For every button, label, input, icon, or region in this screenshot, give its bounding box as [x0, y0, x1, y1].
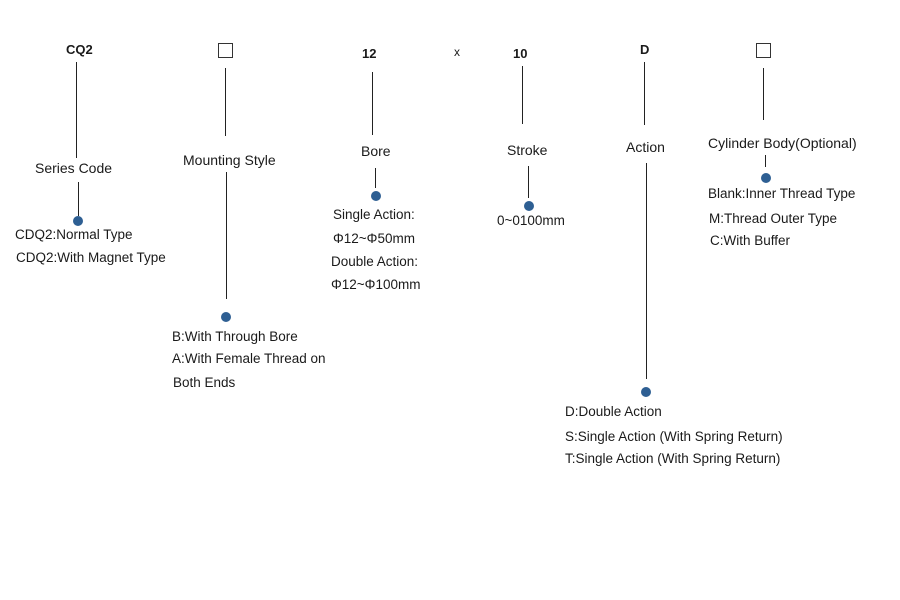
body-connector-top: [763, 68, 764, 120]
action-option-single-s: S:Single Action (With Spring Return): [565, 429, 783, 444]
body-connector-bottom: [765, 155, 766, 167]
body-option-blank: Blank:Inner Thread Type: [708, 186, 856, 201]
bore-option-double: Double Action:: [331, 254, 419, 269]
stroke-label: Stroke: [507, 142, 548, 158]
mounting-connector-bottom: [226, 172, 227, 299]
stroke-code: 10: [513, 46, 528, 61]
bore-connector-bottom: [375, 168, 376, 188]
stroke-dot: [524, 201, 534, 211]
mounting-option-b: B:With Through Bore: [172, 329, 298, 344]
action-option-single-t: T:Single Action (With Spring Return): [565, 451, 781, 466]
body-placeholder-box: [756, 43, 771, 58]
mounting-connector-top: [225, 68, 226, 136]
series-code-label: Series Code: [35, 160, 113, 176]
action-label: Action: [626, 139, 665, 155]
mounting-dot: [221, 312, 231, 322]
bore-option-single-range: Φ12~Φ50mm: [333, 231, 415, 246]
bore-label: Bore: [361, 143, 391, 159]
action-connector-bottom: [646, 163, 647, 379]
action-code: D: [640, 42, 650, 57]
bore-code: 12: [362, 46, 377, 61]
action-option-double: D:Double Action: [565, 404, 662, 419]
body-option-c: C:With Buffer: [710, 233, 791, 248]
action-dot: [641, 387, 651, 397]
bore-connector-top: [372, 72, 373, 135]
series-option-magnet: CDQ2:With Magnet Type: [16, 250, 166, 265]
separator-x: x: [454, 45, 460, 59]
bore-dot: [371, 191, 381, 201]
stroke-connector-bottom: [528, 166, 529, 198]
body-option-m: M:Thread Outer Type: [709, 211, 838, 226]
action-connector-top: [644, 62, 645, 125]
series-connector-top: [76, 62, 77, 158]
series-dot: [73, 216, 83, 226]
cylinder-body-label: Cylinder Body(Optional): [708, 135, 857, 151]
mounting-option-a: A:With Female Thread on: [172, 351, 326, 366]
bore-option-single: Single Action:: [333, 207, 415, 222]
mounting-style-label: Mounting Style: [183, 152, 276, 168]
series-code: CQ2: [66, 42, 93, 57]
series-option-normal: CDQ2:Normal Type: [15, 227, 133, 242]
stroke-option-range: 0~0100mm: [497, 213, 565, 228]
stroke-connector-top: [522, 66, 523, 124]
mounting-option-a-cont: Both Ends: [173, 375, 236, 390]
bore-option-double-range: Φ12~Φ100mm: [331, 277, 421, 292]
body-dot: [761, 173, 771, 183]
mounting-placeholder-box: [218, 43, 233, 58]
series-connector-bottom: [78, 182, 79, 216]
